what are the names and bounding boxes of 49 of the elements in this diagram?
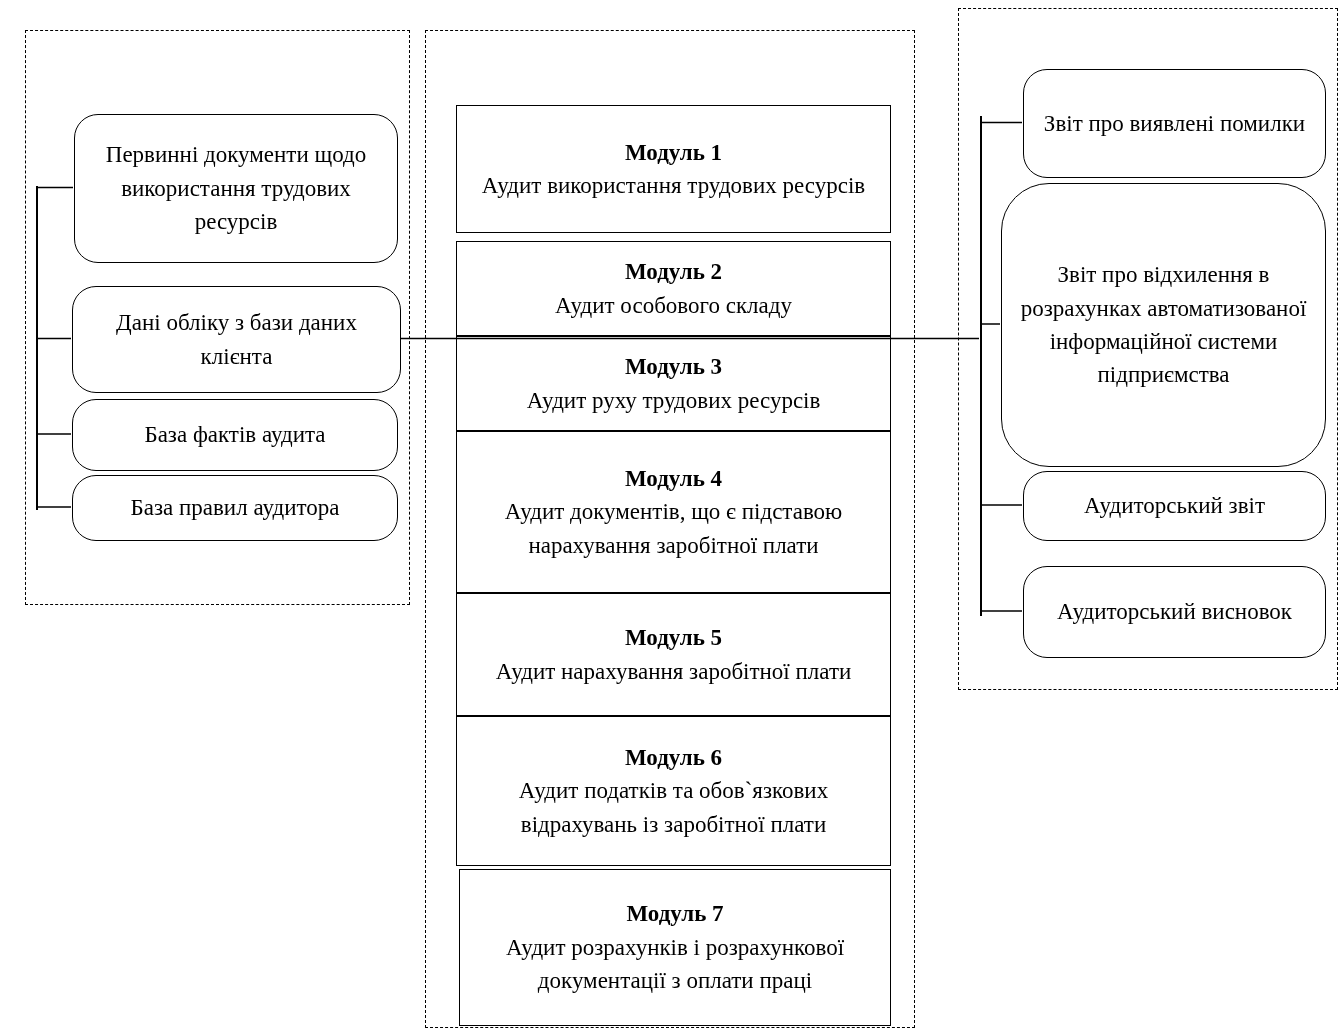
module-box bbox=[456, 716, 891, 866]
rounded-box bbox=[1023, 471, 1326, 541]
rounded-box bbox=[72, 475, 398, 541]
box-label: Аудиторський звіт bbox=[1084, 492, 1265, 521]
module-description: Аудит розрахунків і розрахункової документації з оплати праці bbox=[504, 933, 846, 996]
rounded-box bbox=[74, 114, 398, 263]
box-label: Аудиторський висновок bbox=[1056, 598, 1293, 627]
module-box bbox=[459, 869, 891, 1026]
module-title: Модуль 6 bbox=[624, 744, 723, 772]
module-box bbox=[456, 105, 891, 233]
dashed-frame bbox=[425, 30, 915, 1028]
rounded-box bbox=[1023, 69, 1326, 178]
module-title: Модуль 3 bbox=[624, 353, 723, 382]
box-label: Звіт про відхилення в розрахунках автоматизованої інформаційної системи підприємства bbox=[1019, 261, 1308, 390]
box-label: Звіт про виявлені помилки bbox=[1043, 109, 1306, 138]
module-title: Модуль 4 bbox=[624, 465, 723, 493]
module-description: Аудит використання трудових ресурсів bbox=[481, 172, 866, 200]
connector-line bbox=[36, 186, 74, 189]
connector-line bbox=[36, 506, 72, 508]
module-description: Аудит нарахування заробітної плати bbox=[495, 657, 852, 686]
rounded-box bbox=[72, 286, 401, 393]
module-box bbox=[456, 593, 891, 716]
dashed-frame bbox=[25, 30, 410, 605]
module-description: Аудит руху трудових ресурсів bbox=[526, 386, 821, 415]
connector-line bbox=[980, 323, 1001, 325]
connector-line bbox=[399, 337, 980, 340]
connector-line bbox=[36, 433, 72, 435]
rounded-box bbox=[1001, 183, 1326, 467]
rounded-box bbox=[72, 399, 398, 471]
module-box bbox=[456, 336, 891, 431]
box-label: Первинні документи щодо використання трудових ресурсів bbox=[104, 141, 368, 237]
module-box bbox=[456, 431, 891, 593]
connector-line bbox=[36, 337, 72, 340]
module-description: Аудит документів, що є підставою нарахування заробітної плати bbox=[503, 498, 844, 560]
box-label: База фактів аудита bbox=[144, 421, 326, 450]
connector-line bbox=[980, 610, 1023, 612]
module-description: Аудит особового складу bbox=[555, 291, 792, 320]
module-box bbox=[456, 241, 891, 336]
module-title: Модуль 7 bbox=[626, 900, 724, 929]
module-description: Аудит податків та обов`язкових відрахувань із заробітної плати bbox=[517, 777, 830, 839]
connector-line bbox=[980, 504, 1023, 506]
dashed-frame bbox=[958, 8, 1338, 690]
box-label: База правил аудитора bbox=[130, 494, 340, 523]
connector-line bbox=[980, 121, 1023, 124]
box-label: Дані обліку з бази даних клієнта bbox=[115, 309, 358, 371]
module-title: Модуль 2 bbox=[624, 258, 723, 287]
module-title: Модуль 1 bbox=[624, 138, 723, 167]
rounded-box bbox=[1023, 566, 1326, 658]
module-title: Модуль 5 bbox=[624, 624, 723, 653]
